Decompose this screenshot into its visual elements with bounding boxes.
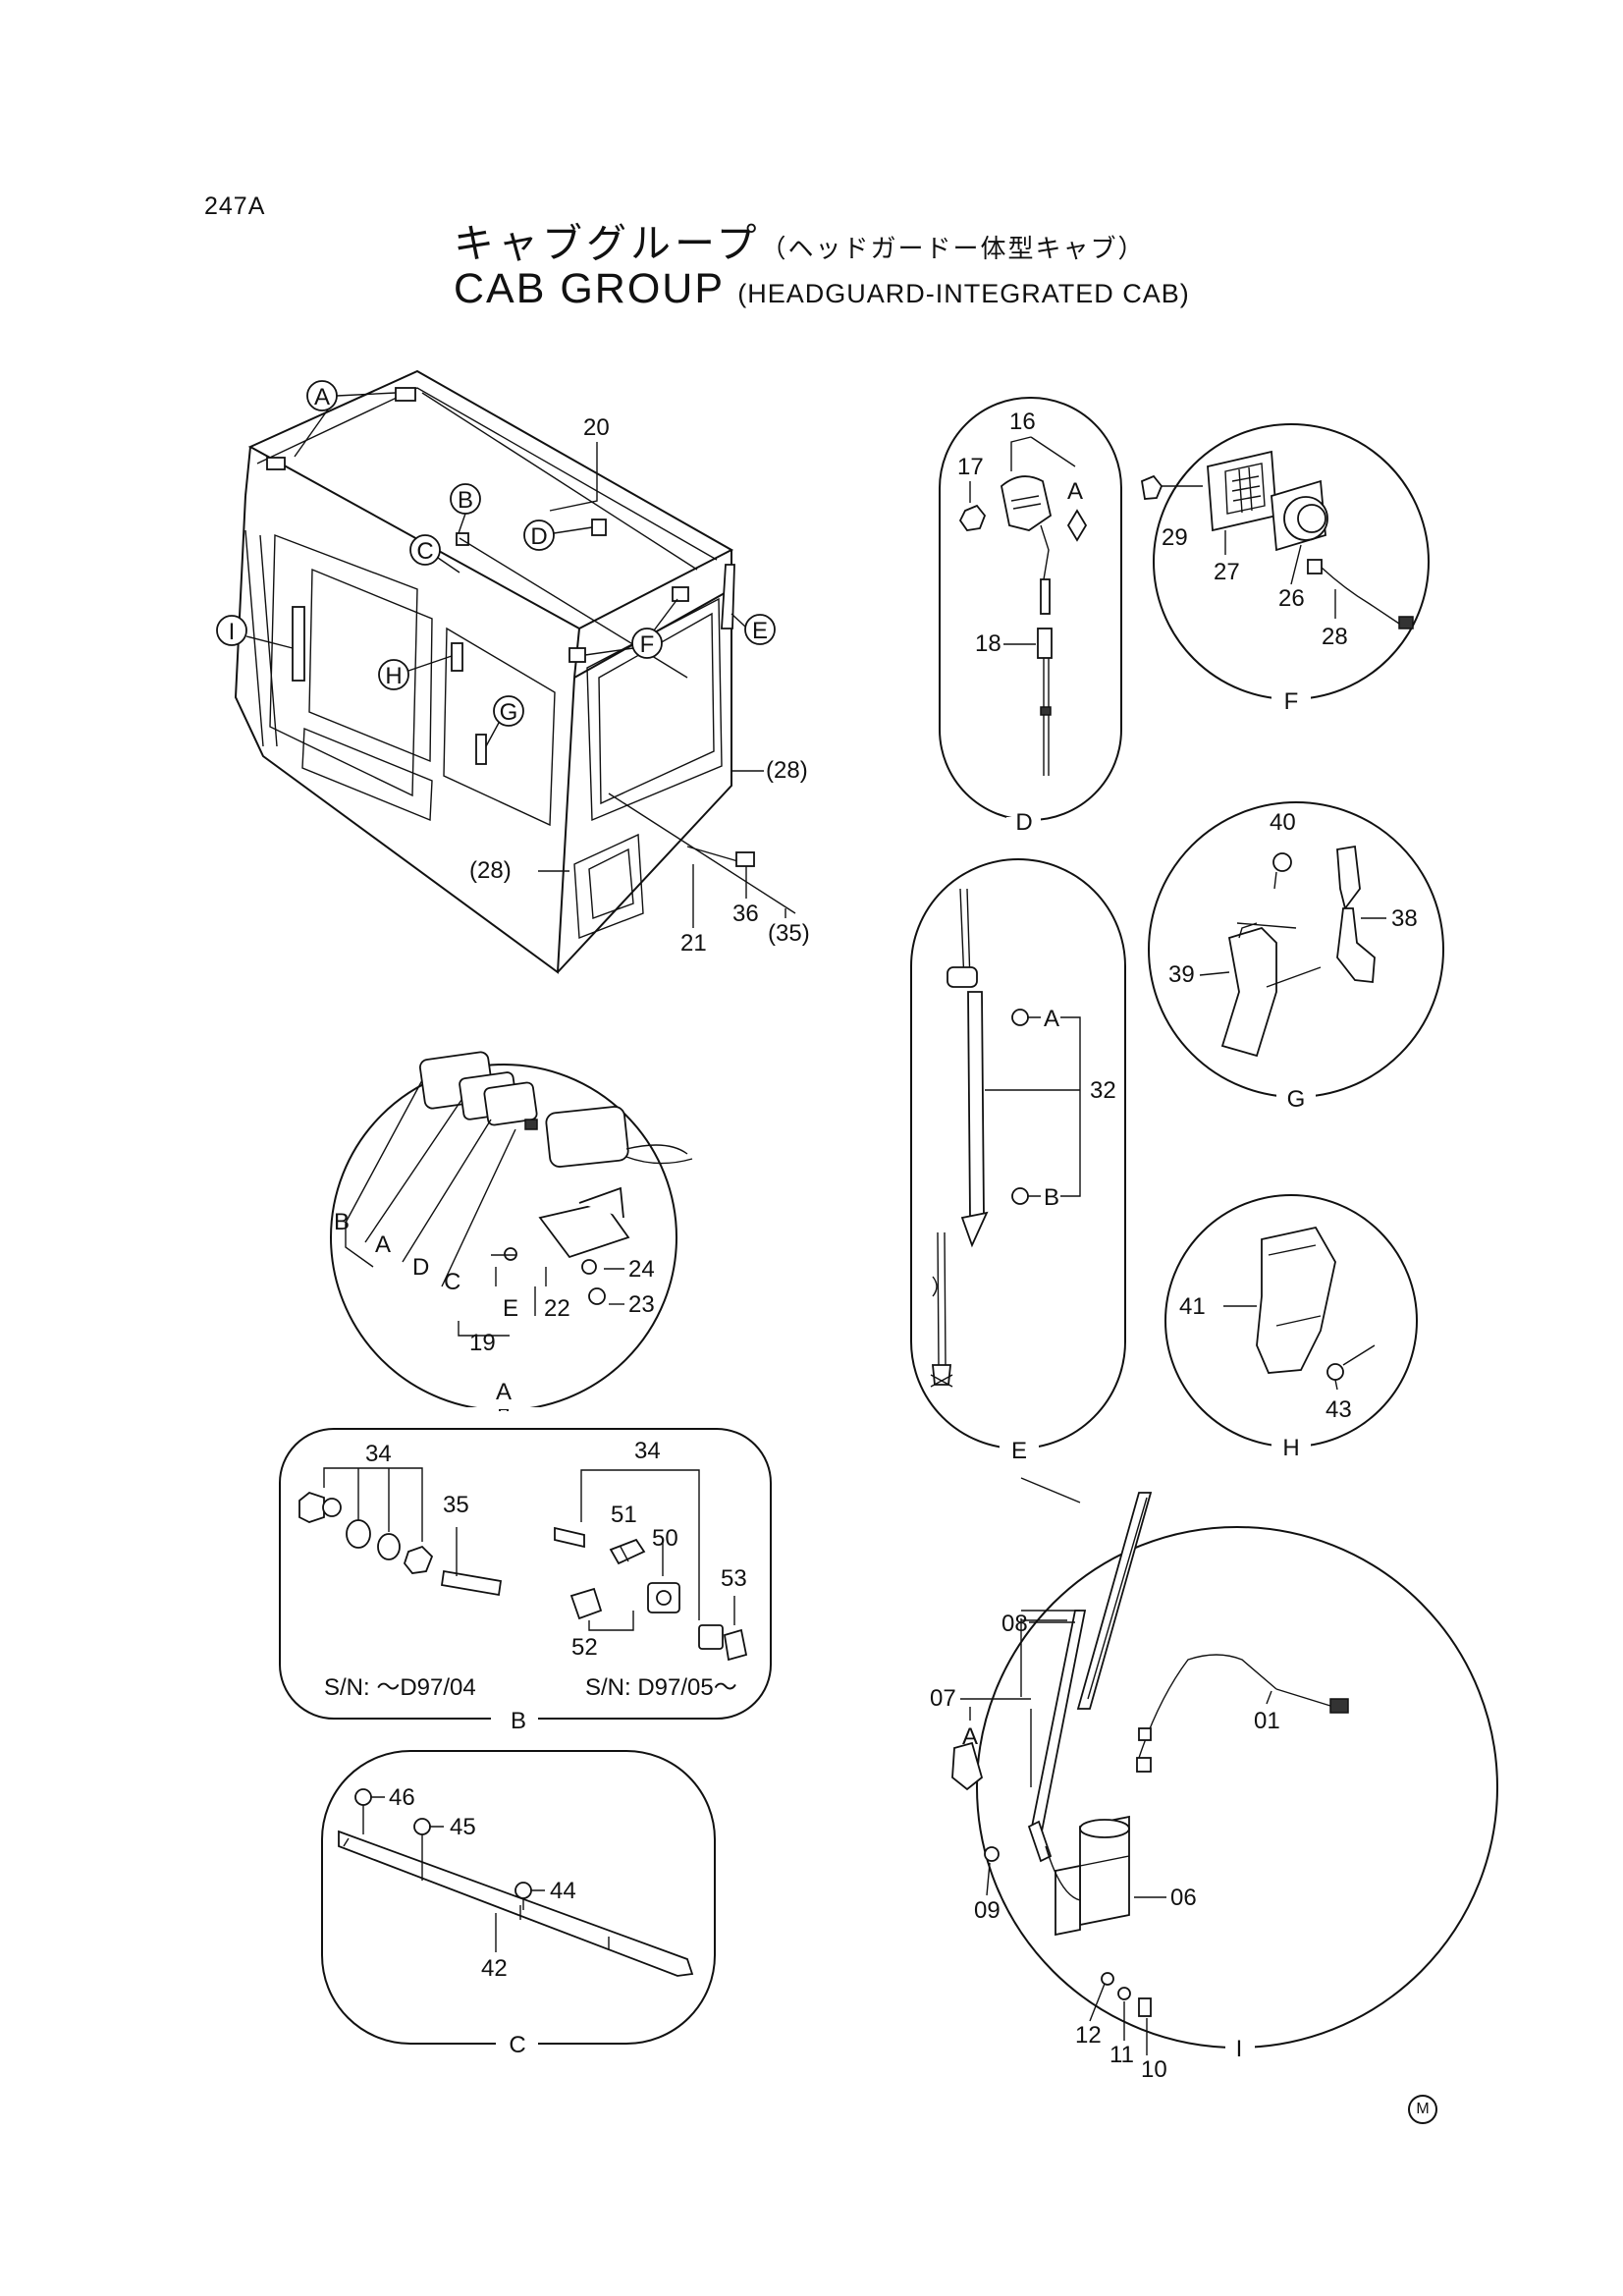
detail-b-label-51: 51	[611, 1502, 637, 1528]
detail-h-label-41: 41	[1179, 1293, 1206, 1320]
callout-circle-d	[523, 519, 555, 551]
cab-main-view	[234, 369, 796, 974]
main-view-callouts: A B C D E F G H I	[216, 380, 776, 747]
detail-a-label-23: 23	[628, 1291, 655, 1318]
title-jp-sub: （ヘッドガードー体型キャブ）	[760, 234, 1146, 263]
main-view-part-labels: 20 (28) (28) 21 36 (35)	[469, 414, 810, 957]
callout-c-label: C	[416, 538, 433, 565]
detail-i-label-a: A	[962, 1723, 978, 1750]
detail-i-letter: I	[1236, 2036, 1243, 2062]
detail-g-label-40: 40	[1270, 809, 1296, 836]
detail-g: 40 38 39 G	[1148, 801, 1444, 1113]
detail-i-label-08: 08	[1001, 1611, 1028, 1637]
detail-e-label-b: B	[1044, 1184, 1059, 1211]
detail-i-label-12: 12	[1075, 2022, 1102, 2049]
title-jp-main: キャブグループ	[454, 221, 761, 266]
detail-a-label-c: C	[444, 1269, 460, 1295]
detail-i-label-07: 07	[930, 1685, 956, 1712]
detail-c-letter: C	[509, 2032, 525, 2058]
callout-circle-i	[216, 615, 247, 646]
detail-c-label-45: 45	[450, 1814, 476, 1840]
detail-i-label-10: 10	[1141, 2056, 1167, 2083]
detail-b-letter: B	[511, 1708, 526, 1734]
detail-a-label-19: 19	[469, 1330, 496, 1356]
detail-d-label-16: 16	[1009, 409, 1036, 435]
part-label-28-left: (28)	[469, 857, 512, 884]
callout-circle-e	[744, 614, 776, 645]
detail-g-letter: G	[1287, 1086, 1306, 1113]
page-code: 247A	[204, 192, 266, 220]
detail-h-letter: H	[1282, 1435, 1299, 1461]
detail-f-label-29: 29	[1162, 524, 1188, 551]
callout-g-label: G	[500, 699, 518, 726]
detail-d-label-a: A	[1067, 478, 1083, 505]
detail-a: B A D C E 19 22 24 23 A	[330, 1051, 693, 1414]
detail-b-label-34-left: 34	[365, 1441, 392, 1467]
detail-g-label-39: 39	[1168, 961, 1195, 988]
detail-f-label-27: 27	[1214, 559, 1240, 585]
manufacturer-mark-icon: M	[1408, 2095, 1437, 2124]
callout-circle-c	[409, 534, 441, 566]
part-label-36: 36	[732, 901, 759, 927]
detail-e-letter: E	[1011, 1438, 1027, 1464]
detail-a-label-e: E	[503, 1295, 518, 1322]
detail-d-letter: D	[1015, 809, 1032, 836]
callout-i-label: I	[229, 619, 236, 645]
detail-b-label-35: 35	[443, 1492, 469, 1518]
detail-i-label-11: 11	[1109, 2042, 1134, 2068]
detail-d-label-17: 17	[957, 454, 984, 480]
part-label-28-right: (28)	[766, 757, 808, 784]
detail-i-label-06: 06	[1170, 1885, 1197, 1911]
detail-f: 29 27 26 28 F	[1140, 423, 1430, 715]
callout-e-label: E	[752, 618, 768, 644]
detail-c-label-46: 46	[389, 1784, 415, 1811]
detail-i: 08 07 A 01 09 06 12 11 10 I	[930, 1477, 1498, 2083]
detail-a-label-b: B	[334, 1209, 350, 1235]
detail-f-label-28: 28	[1322, 624, 1348, 650]
detail-c-label-44: 44	[550, 1878, 576, 1904]
callout-circle-h	[378, 659, 409, 690]
part-label-20: 20	[583, 414, 610, 441]
detail-d-label-18: 18	[975, 630, 1001, 657]
detail-a-label-a: A	[375, 1231, 391, 1258]
detail-b-sn-right: S/N: D97/05～	[585, 1674, 737, 1701]
callout-h-label: H	[385, 663, 402, 689]
detail-e-label-32: 32	[1090, 1077, 1116, 1104]
detail-a-letter: A	[496, 1379, 512, 1405]
detail-h-label-43: 43	[1325, 1396, 1352, 1423]
detail-i-label-09: 09	[974, 1897, 1001, 1924]
title-english: CAB GROUP (HEADGUARD-INTEGRATED CAB)	[454, 265, 1190, 313]
detail-g-label-38: 38	[1391, 905, 1418, 932]
detail-b-label-34-right: 34	[634, 1438, 661, 1464]
detail-c: 46 45 44 42 C	[321, 1750, 716, 2058]
callout-circle-f	[631, 628, 663, 659]
callout-a-label: A	[314, 384, 330, 410]
detail-a-label-d: D	[412, 1254, 429, 1281]
detail-f-letter: F	[1284, 688, 1299, 715]
detail-e: A 32 B E	[910, 858, 1126, 1464]
title-japanese: キャブグループ（ヘッドガードー体型キャブ）	[454, 210, 1146, 269]
detail-b-label-52: 52	[571, 1634, 598, 1661]
detail-a-label-24: 24	[628, 1256, 655, 1283]
part-label-35: (35)	[768, 920, 810, 947]
title-en-main: CAB GROUP	[454, 265, 725, 312]
detail-a-label-22: 22	[544, 1295, 570, 1322]
callout-circle-g	[493, 695, 524, 727]
title-en-sub: (HEADGUARD-INTEGRATED CAB)	[737, 279, 1190, 308]
detail-d: 16 17 A 18 D	[939, 397, 1122, 836]
callout-b-label: B	[458, 487, 473, 514]
detail-b-label-53: 53	[721, 1565, 747, 1592]
detail-i-label-01: 01	[1254, 1708, 1280, 1734]
part-label-21: 21	[680, 930, 707, 957]
detail-b: 34 35 34 51 50 53 52 S/N: ～D97/04 S/N: D…	[279, 1428, 772, 1734]
detail-h: 41 43 H	[1164, 1194, 1418, 1461]
detail-b-label-50: 50	[652, 1525, 678, 1552]
detail-f-label-26: 26	[1278, 585, 1305, 612]
callout-f-label: F	[640, 631, 655, 658]
detail-c-label-42: 42	[481, 1955, 508, 1982]
detail-b-sn-left: S/N: ～D97/04	[324, 1674, 476, 1701]
callout-d-label: D	[530, 523, 547, 550]
detail-e-label-a: A	[1044, 1006, 1059, 1032]
